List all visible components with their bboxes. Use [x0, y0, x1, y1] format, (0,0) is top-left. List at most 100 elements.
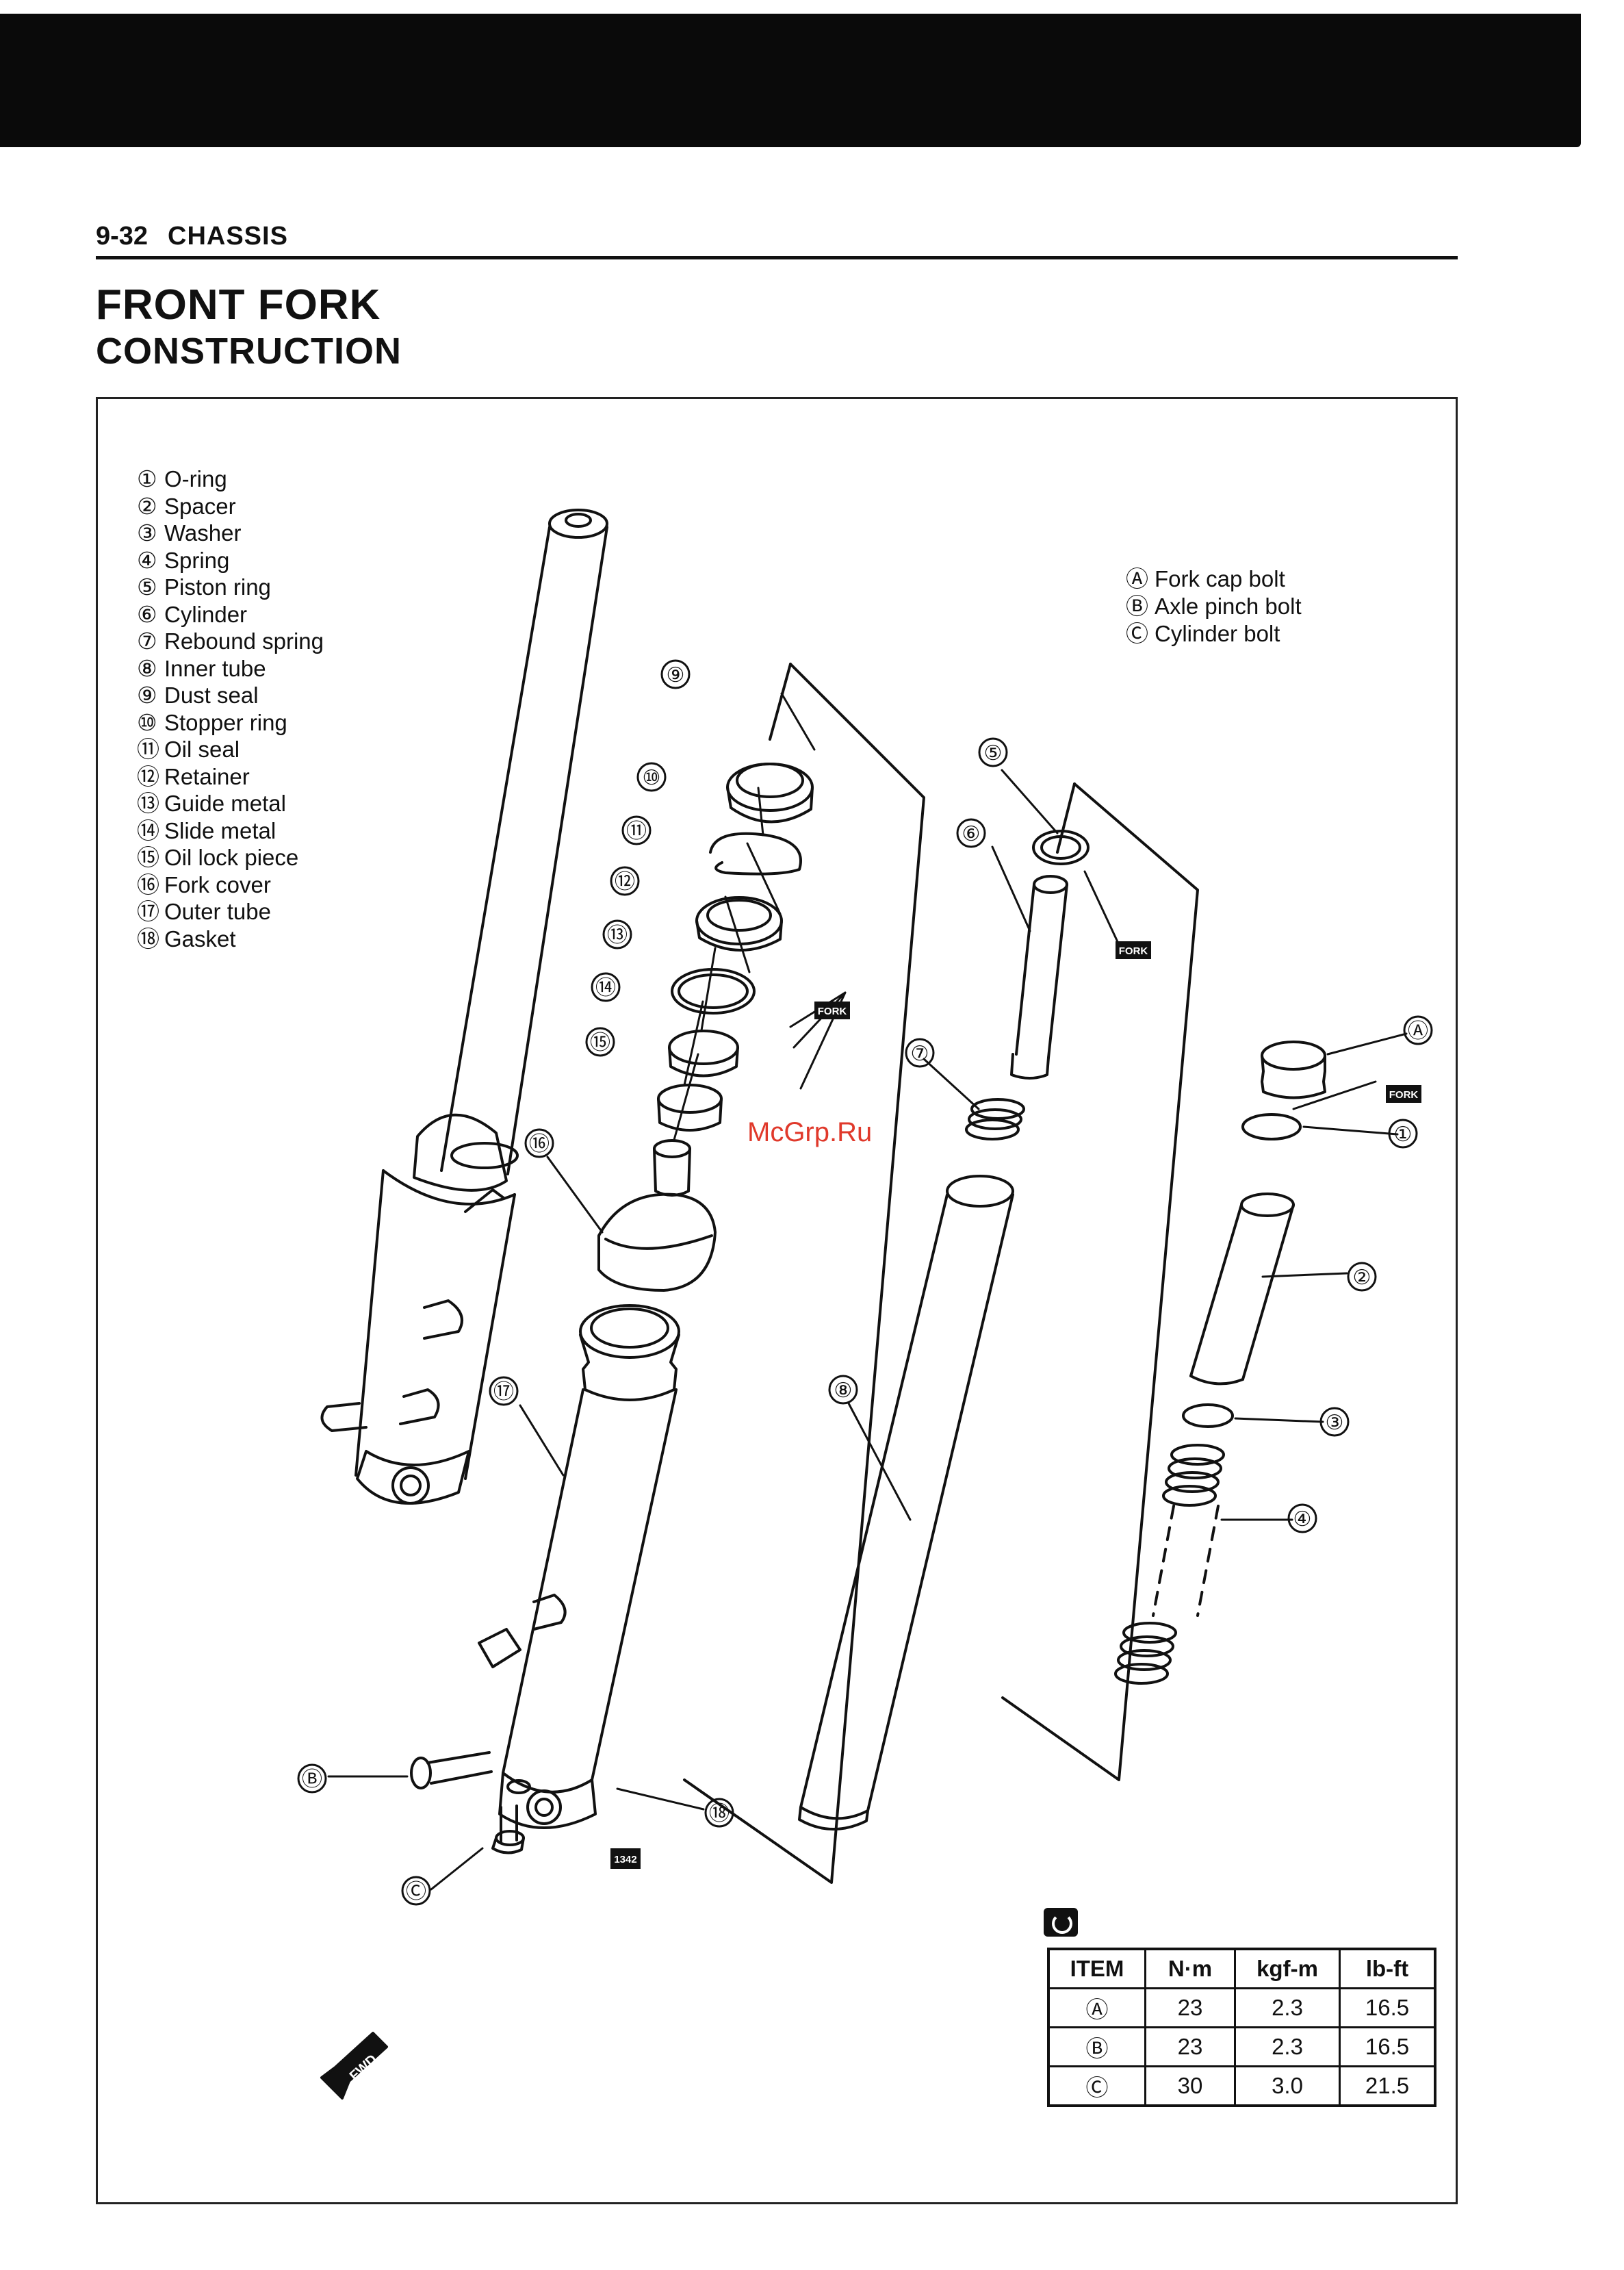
oil-seal: [695, 896, 783, 952]
callout-9: ⑨: [667, 664, 685, 687]
callout-a: Ⓐ: [1408, 1020, 1428, 1043]
callout-labels: ⑨ ⑩ ⑪ ⑫ ⑬ ⑭ ⑮ ⑯ ⑧ ⑤ ⑥ ⑦ ⑰ Ⓐ ① ② ③ ④ ⑱ Ⓑ …: [302, 664, 1428, 1903]
fork-cap-bolt: [1261, 1041, 1326, 1099]
scan-top-bar: [0, 14, 1581, 147]
page-subtitle: CONSTRUCTION: [96, 331, 402, 372]
o-ring: [1241, 1113, 1302, 1140]
dust-seal: [726, 763, 814, 824]
callout-13: ⑬: [607, 924, 628, 947]
gasket: [506, 1779, 531, 1794]
cell-nm: 30: [1144, 2065, 1236, 2107]
callout-6: ⑥: [962, 823, 981, 845]
svg-text:FORK: FORK: [1389, 1089, 1419, 1101]
fork-cover: [597, 1193, 717, 1292]
svg-text:1342: 1342: [614, 1854, 636, 1865]
retainer: [671, 968, 756, 1015]
page-number: 9-32: [96, 222, 149, 251]
table-row: Ⓑ 23 2.3 16.5: [1047, 2026, 1436, 2067]
thread-lock-tag: 1342: [610, 1848, 641, 1869]
slide-metal: [657, 1084, 723, 1132]
leader-lines: [327, 692, 1408, 1891]
col-header: lb-ft: [1339, 1948, 1436, 1989]
page-header: 9-32 CHASSIS: [96, 218, 1458, 259]
cylinder-panel: [1001, 782, 1199, 1781]
cell-nm: 23: [1144, 2026, 1236, 2067]
retainer: [678, 973, 749, 1009]
torque-table: ITEM N·m kgf-m lb-ft Ⓐ 23 2.3 16.5 Ⓑ 23 …: [1047, 1948, 1436, 2107]
cell-lbft: 16.5: [1339, 1987, 1436, 2028]
cell-kgfm: 2.3: [1234, 1987, 1341, 2028]
col-header: ITEM: [1047, 1948, 1146, 1989]
header-rule: [96, 256, 1458, 259]
col-header: N·m: [1144, 1948, 1236, 1989]
callout-18: ⑱: [709, 1802, 730, 1825]
cell-item: Ⓒ: [1047, 2065, 1146, 2107]
fork-oil-tag: FORK: [1116, 941, 1151, 959]
callout-4: ④: [1293, 1508, 1312, 1531]
callout-c: Ⓒ: [406, 1880, 426, 1903]
cell-item: Ⓐ: [1047, 1987, 1146, 2028]
table-header-row: ITEM N·m kgf-m lb-ft: [1047, 1948, 1436, 1989]
cell-item: Ⓑ: [1047, 2026, 1146, 2067]
callout-12: ⑫: [615, 871, 635, 893]
callout-15: ⑮: [590, 1032, 610, 1054]
callout-17: ⑰: [493, 1381, 514, 1403]
callout-8: ⑧: [834, 1379, 853, 1402]
outer-tube: [478, 1304, 680, 1829]
axle-pinch-bolt: [410, 1751, 493, 1789]
section-title: CHASSIS: [168, 222, 288, 251]
cell-lbft: 21.5: [1339, 2065, 1436, 2107]
callout-16: ⑯: [529, 1133, 550, 1156]
watermark: McGrp.Ru: [747, 1117, 873, 1147]
callout-2: ②: [1353, 1266, 1371, 1289]
callout-b: Ⓑ: [302, 1768, 322, 1791]
callout-1: ①: [1394, 1123, 1413, 1146]
forward-arrow: FWD: [320, 2032, 388, 2100]
table-row: Ⓐ 23 2.3 16.5: [1047, 1987, 1436, 2028]
callout-circles: [297, 659, 1433, 1906]
cylinder-bolt: [491, 1804, 525, 1854]
spring: [1114, 1444, 1225, 1685]
oil-lock-piece: [653, 1139, 691, 1197]
callout-5: ⑤: [984, 742, 1003, 765]
callout-3: ③: [1326, 1412, 1344, 1434]
fork-oil-tag: FORK: [1386, 1085, 1421, 1103]
rebound-spring: [965, 1098, 1025, 1140]
guide-metal: [668, 1030, 739, 1077]
fork-oil-tag: FORK: [814, 1002, 850, 1019]
cell-lbft: 16.5: [1339, 2026, 1436, 2067]
stopper-ring: [709, 832, 802, 876]
callout-14: ⑭: [595, 977, 616, 999]
svg-text:FORK: FORK: [1119, 945, 1148, 957]
callout-10: ⑩: [643, 767, 661, 789]
diagram-frame: [96, 397, 1458, 2204]
col-header: kgf-m: [1234, 1948, 1341, 1989]
cell-nm: 23: [1144, 1987, 1236, 2028]
exploded-view-diagram: ⑨ ⑩ ⑪ ⑫ ⑬ ⑭ ⑮ ⑯ ⑧ ⑤ ⑥ ⑦ ⑰ Ⓐ ① ② ③ ④ ⑱ Ⓑ …: [297, 509, 1433, 2100]
assembled-fork: [320, 509, 608, 1505]
callout-7: ⑦: [911, 1043, 929, 1065]
washer: [1182, 1403, 1234, 1428]
page-title: FRONT FORK: [96, 281, 381, 329]
inner-tube-panel: [683, 663, 1014, 1884]
cell-kgfm: 3.0: [1234, 2065, 1341, 2107]
